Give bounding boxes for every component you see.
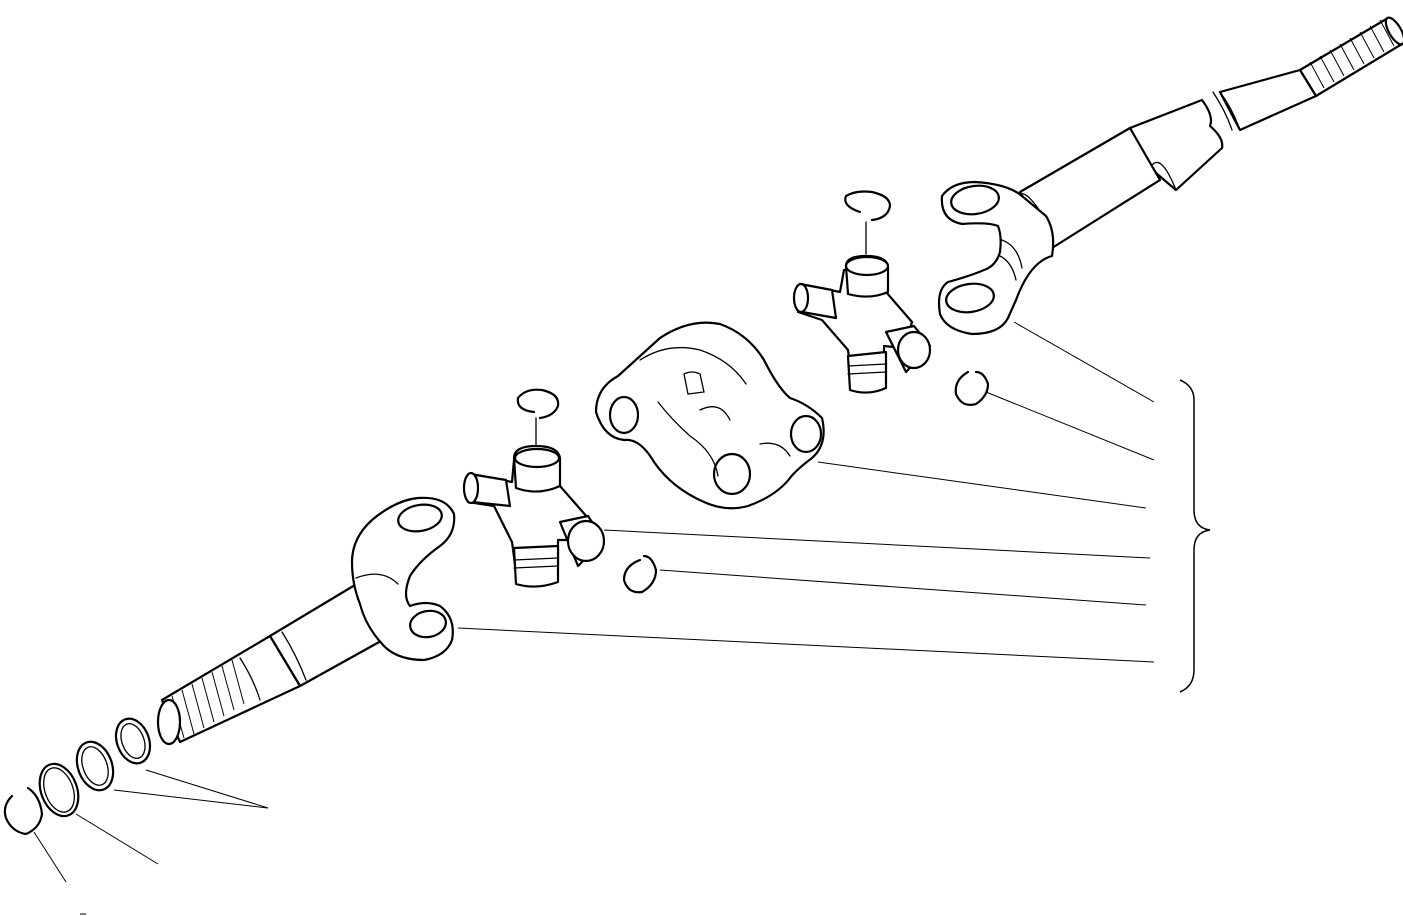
upper-shaft-splines (1310, 20, 1394, 88)
lower-circlip-top (518, 390, 558, 418)
lower-axle-shaft (158, 582, 390, 744)
center-coupling-yoke (596, 323, 824, 509)
assembly-brace (1180, 380, 1210, 692)
lower-yoke (352, 498, 454, 660)
shims-and-rings (5, 714, 156, 834)
lower-shaft-splines (172, 660, 244, 738)
thrust-ring (33, 758, 85, 821)
upper-universal-joint-cross (794, 192, 988, 405)
spacer-shim-outer (110, 714, 156, 768)
upper-axle-shaft (1014, 15, 1403, 250)
spacer-shim-inner (70, 737, 119, 796)
leader-lines (34, 322, 1154, 882)
upper-yoke (939, 182, 1053, 334)
lower-universal-joint-cross (464, 390, 656, 593)
snap-ring (5, 788, 42, 834)
upper-circlip-side (956, 372, 988, 405)
lower-circlip-side (624, 556, 656, 592)
upper-circlip-top (845, 192, 890, 221)
